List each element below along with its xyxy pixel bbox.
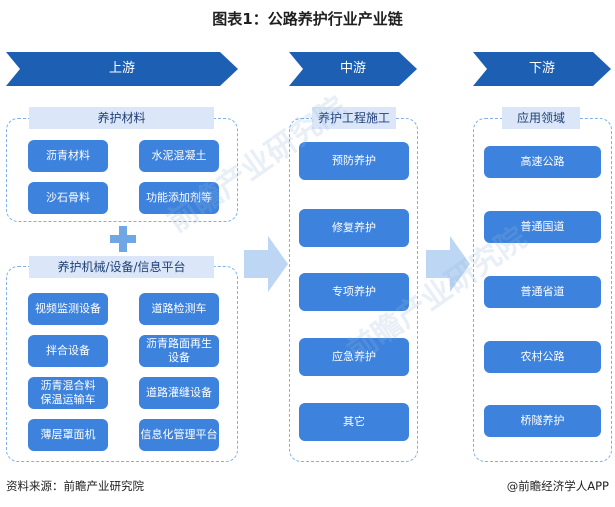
downstream-item: 桥隧养护 <box>484 405 601 437</box>
midstream-item: 专项养护 <box>299 273 409 311</box>
downstream-item: 高速公路 <box>484 146 601 178</box>
stage-downstream-chevron: 下游 <box>473 52 611 86</box>
materials-item: 沥青材料 <box>28 140 108 172</box>
midstream-section-title: 养护工程施工 <box>312 107 396 129</box>
stage-midstream-chevron: 中游 <box>289 52 417 86</box>
machinery-section-title: 养护机械/设备/信息平台 <box>29 256 214 278</box>
machinery-item: 拌合设备 <box>28 335 108 367</box>
stage-downstream-label: 下游 <box>528 61 555 76</box>
flow-arrow-icon <box>244 236 288 292</box>
chevron-shape <box>473 52 611 86</box>
materials-item: 沙石骨料 <box>28 182 108 214</box>
chevron-shape <box>6 52 238 86</box>
downstream-item: 普通国道 <box>484 211 601 243</box>
materials-item: 功能添加剂等 <box>139 182 219 214</box>
downstream-section-title: 应用领域 <box>502 107 580 129</box>
machinery-item: 道路灌缝设备 <box>139 377 219 409</box>
downstream-item: 普通省道 <box>484 276 601 308</box>
chevron-shape <box>289 52 417 86</box>
midstream-item: 应急养护 <box>299 338 409 376</box>
machinery-item: 信息化管理平台 <box>139 419 219 451</box>
midstream-item: 修复养护 <box>299 209 409 247</box>
machinery-item: 薄层罩面机 <box>28 419 108 451</box>
stage-upstream-chevron: 上游 <box>6 52 238 86</box>
flow-arrow-icon <box>426 236 470 292</box>
downstream-item: 农村公路 <box>484 341 601 373</box>
midstream-item: 预防养护 <box>299 142 409 180</box>
plus-icon <box>110 226 136 252</box>
machinery-item: 视频监测设备 <box>28 293 108 325</box>
machinery-item: 沥青混合料 保温运输车 <box>28 377 108 409</box>
stage-upstream-label: 上游 <box>108 61 135 76</box>
materials-item: 水泥混凝土 <box>139 140 219 172</box>
stage-midstream-label: 中游 <box>339 61 366 76</box>
midstream-item: 其它 <box>299 403 409 441</box>
machinery-item: 道路检测车 <box>139 293 219 325</box>
source-note: 资料来源：前瞻产业研究院 <box>6 479 144 493</box>
machinery-item: 沥青路面再生 设备 <box>139 335 219 367</box>
credit-note: @前瞻经济学人APP <box>506 479 609 493</box>
chart-title: 图表1：公路养护行业产业链 <box>212 10 403 28</box>
materials-section-title: 养护材料 <box>29 107 214 129</box>
